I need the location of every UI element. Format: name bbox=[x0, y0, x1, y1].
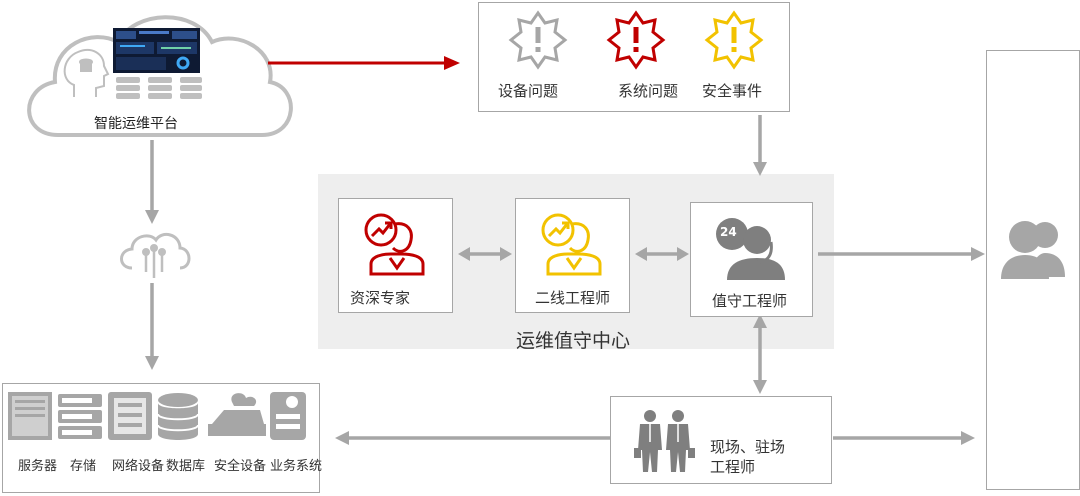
warning-icons bbox=[508, 10, 764, 70]
network-device-icon bbox=[108, 392, 152, 440]
role-label-expert: 资深专家 bbox=[350, 289, 411, 307]
problem-label-device: 设备问题 bbox=[498, 82, 559, 100]
infra-label-network: 网络设备 bbox=[112, 459, 165, 474]
engineer-icon bbox=[541, 213, 602, 276]
ops-center-title: 运维值守中心 bbox=[516, 330, 631, 352]
security-device-icon bbox=[208, 393, 266, 436]
red-arrow bbox=[268, 56, 460, 70]
gray-arrows bbox=[145, 115, 985, 445]
onsite-engineers-icon bbox=[634, 410, 695, 472]
onsite-label-line1: 现场、驻场 bbox=[710, 438, 786, 456]
device-warning-icon bbox=[508, 10, 568, 70]
business-system-icon bbox=[270, 392, 306, 440]
infra-label-database: 数据库 bbox=[166, 459, 206, 474]
infra-label-business: 业务系统 bbox=[270, 459, 323, 474]
platform-label: 智能运维平台 bbox=[94, 116, 178, 132]
infra-label-server: 服务器 bbox=[18, 459, 58, 474]
system-warning-icon bbox=[606, 10, 666, 70]
database-icon bbox=[157, 393, 199, 440]
infra-icons bbox=[8, 392, 306, 440]
network-cloud-icon bbox=[120, 232, 191, 278]
dashboard-thumbnail bbox=[113, 28, 200, 73]
infra-label-storage: 存储 bbox=[70, 459, 97, 474]
cloud-shape bbox=[27, 15, 293, 137]
duty-badge: 24 bbox=[720, 225, 737, 239]
storage-icon bbox=[58, 394, 102, 439]
problem-label-system: 系统问题 bbox=[618, 82, 679, 100]
role-label-duty: 值守工程师 bbox=[712, 292, 788, 310]
problem-label-security: 安全事件 bbox=[702, 82, 763, 100]
db-stack-icons bbox=[116, 77, 202, 99]
headset-agent-icon bbox=[716, 218, 785, 280]
onsite-label-line2: 工程师 bbox=[710, 458, 756, 476]
security-warning-icon bbox=[704, 10, 764, 70]
ai-head-icon bbox=[63, 48, 110, 97]
server-icon bbox=[8, 392, 52, 440]
expert-icon bbox=[364, 213, 425, 276]
infra-label-security: 安全设备 bbox=[214, 459, 267, 474]
role-label-second-line: 二线工程师 bbox=[535, 289, 611, 307]
users-icon bbox=[1001, 221, 1065, 279]
